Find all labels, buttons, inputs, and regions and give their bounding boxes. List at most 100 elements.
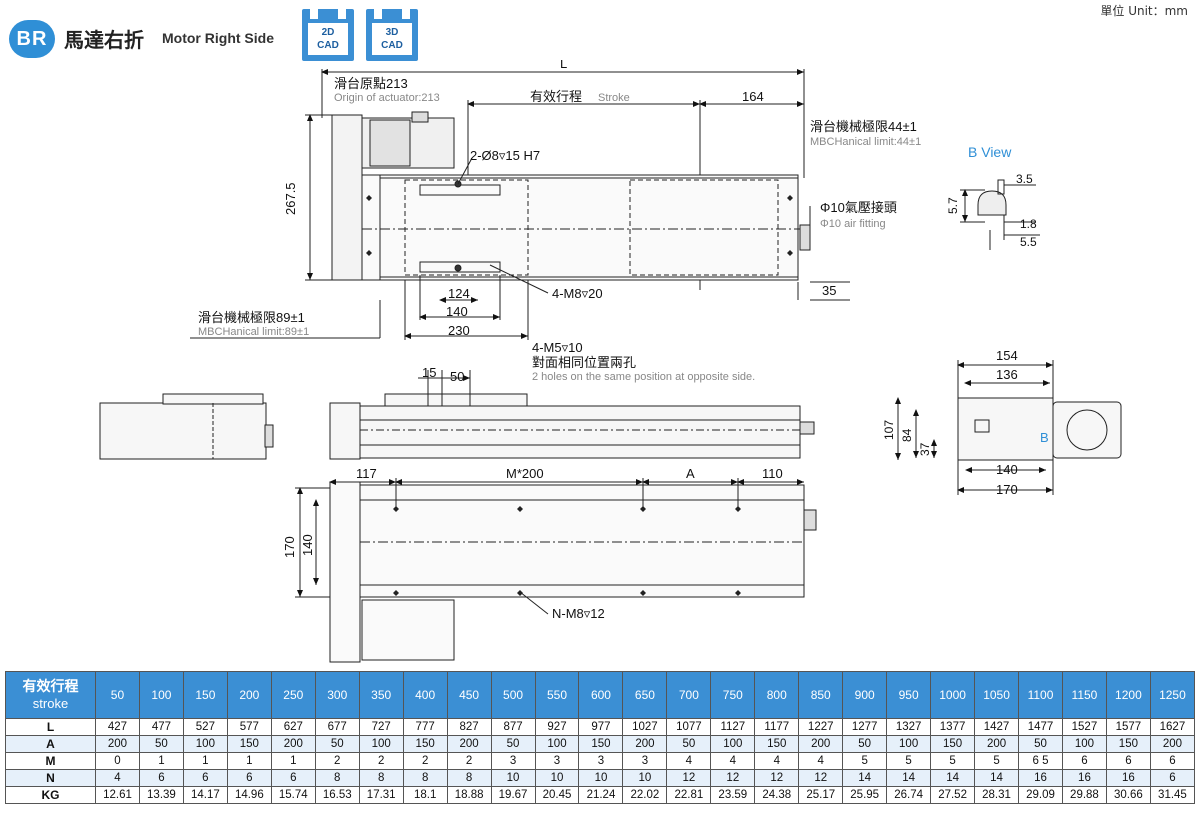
table-cell: 50 <box>138 735 184 753</box>
dim-35: 35 <box>822 283 836 298</box>
mech-limit-89-zh: 滑台機械極限89±1 <box>198 310 305 325</box>
table-cell: 150 <box>578 735 624 753</box>
table-cell: 15.74 <box>270 786 316 804</box>
stroke-col-header: 1100 <box>1018 671 1063 719</box>
table-cell: 18.1 <box>402 786 448 804</box>
table-cell: 14.96 <box>226 786 272 804</box>
stroke-zh: 有效行程 <box>530 89 582 104</box>
table-cell: 1077 <box>666 718 712 736</box>
table-cell: 6 <box>138 769 184 787</box>
page-title-zh: 馬達右折 <box>64 28 144 52</box>
table-cell: 3 <box>490 752 536 770</box>
dim-37: 37 <box>918 442 932 456</box>
table-cell: 6 <box>1061 752 1107 770</box>
table-cell: 10 <box>534 769 580 787</box>
table-cell: 25.17 <box>798 786 844 804</box>
origin-zh: 滑台原點213 <box>334 76 408 91</box>
table-cell: 2 <box>314 752 360 770</box>
table-cell: 16.53 <box>314 786 360 804</box>
table-cell: 19.67 <box>490 786 536 804</box>
air-fitting-en: Φ10 air fitting <box>820 218 886 230</box>
dim-117: 117 <box>356 466 377 481</box>
table-cell: 16 <box>1018 769 1063 787</box>
n-m8-12-label: N-M8▿12 <box>552 606 605 621</box>
dim-15: 15 <box>422 365 436 380</box>
table-cell: 1427 <box>974 718 1020 736</box>
table-cell: 150 <box>402 735 448 753</box>
table-cell: 22.02 <box>622 786 668 804</box>
table-cell: 12 <box>710 769 756 787</box>
mech-limit-44-en: MBCHanical limit:44±1 <box>810 136 921 148</box>
table-cell: 2 <box>358 752 404 770</box>
table-cell: 29.09 <box>1018 786 1063 804</box>
table-cell: 31.45 <box>1149 786 1196 804</box>
stroke-col-header: 100 <box>138 671 184 719</box>
stroke-col-header: 750 <box>710 671 756 719</box>
table-cell: 50 <box>1018 735 1063 753</box>
table-cell: 50 <box>842 735 888 753</box>
table-cell: 50 <box>666 735 712 753</box>
table-cell: 100 <box>358 735 404 753</box>
table-cell: 12 <box>666 769 712 787</box>
table-cell: 877 <box>490 718 536 736</box>
table-cell: 777 <box>402 718 448 736</box>
table-cell: 22.81 <box>666 786 712 804</box>
table-cell: 8 <box>402 769 448 787</box>
m8-20-label: 4-M8▿20 <box>552 286 603 301</box>
table-cell: 6 <box>270 769 316 787</box>
table-cell: 100 <box>710 735 756 753</box>
hole-2-08-label: 2-Ø8▿15 H7 <box>470 148 540 163</box>
page-title-en: Motor Right Side <box>162 30 274 46</box>
table-cell: 1527 <box>1061 718 1107 736</box>
table-cell: 20.45 <box>534 786 580 804</box>
table-cell: 1 <box>138 752 184 770</box>
row-label: A <box>5 735 96 753</box>
dim-170-bottom: 170 <box>282 536 297 558</box>
stroke-col-header: 1050 <box>974 671 1020 719</box>
bottom-view <box>295 478 817 663</box>
table-cell: 10 <box>490 769 536 787</box>
table-cell: 8 <box>314 769 360 787</box>
table-cell: 1377 <box>930 718 976 736</box>
table-cell: 1 <box>270 752 316 770</box>
table-cell: 927 <box>534 718 580 736</box>
table-cell: 1477 <box>1018 718 1063 736</box>
table-cell: 25.95 <box>842 786 888 804</box>
table-cell: 4 <box>754 752 800 770</box>
row-label: L <box>5 718 96 736</box>
table-cell: 4 <box>666 752 712 770</box>
side-view-left <box>99 393 274 460</box>
b-view-detail <box>960 179 1040 250</box>
table-cell: 200 <box>446 735 492 753</box>
table-cell: 12 <box>754 769 800 787</box>
unit-label: 單位 Unit：mm <box>1100 4 1188 18</box>
m5-10-label: 4-M5▿10 <box>532 340 583 355</box>
stroke-col-header: 350 <box>358 671 404 719</box>
table-cell: 6 <box>1149 769 1196 787</box>
table-cell: 100 <box>1061 735 1107 753</box>
opposite-holes-en: 2 holes on the same position at opposite… <box>532 371 755 383</box>
dim-154: 154 <box>996 348 1018 363</box>
table-cell: 1 <box>182 752 228 770</box>
dim-140-top: 140 <box>446 304 468 319</box>
table-cell: 4 <box>710 752 756 770</box>
table-cell: 14 <box>974 769 1020 787</box>
table-cell: 12.61 <box>95 786 140 804</box>
table-cell: 27.52 <box>930 786 976 804</box>
table-cell: 29.88 <box>1061 786 1107 804</box>
table-cell: 14 <box>930 769 976 787</box>
table-cell: 5 <box>886 752 932 770</box>
table-cell: 5 <box>842 752 888 770</box>
table-cell: 6 5 <box>1018 752 1063 770</box>
table-cell: 6 <box>226 769 272 787</box>
table-cell: 6 <box>182 769 228 787</box>
